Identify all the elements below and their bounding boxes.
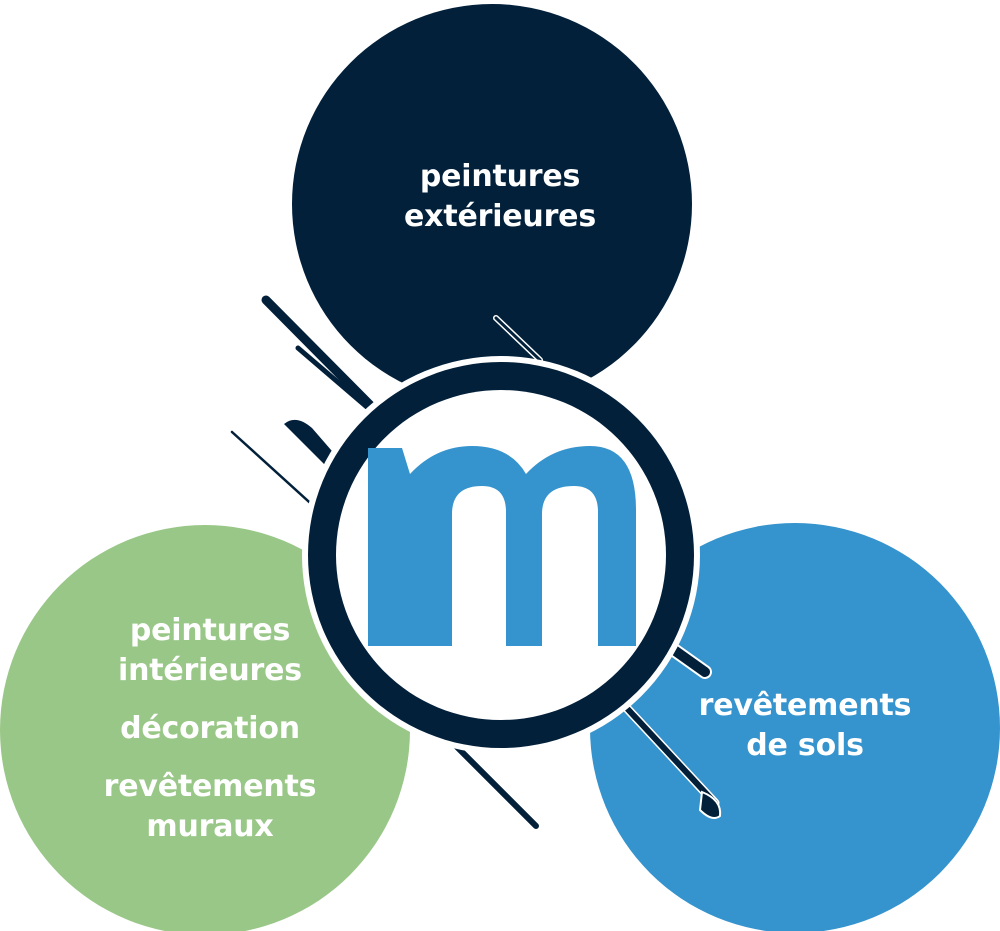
label-exterior-paints: peintures extérieures <box>360 157 640 237</box>
label-line: de sols <box>746 728 864 763</box>
label-floor-coverings: revêtements de sols <box>660 686 950 766</box>
circle-floor-coverings <box>590 523 1000 931</box>
label-line: décoration <box>120 711 300 746</box>
label-line: peintures <box>129 613 291 648</box>
circle-exterior-paints <box>292 4 692 404</box>
label-interior-services: peintures intérieures décoration revêtem… <box>70 611 350 847</box>
service-wall-coverings: revêtements muraux <box>70 767 350 847</box>
m-logo-icon <box>368 446 636 646</box>
service-interior-paints: peintures intérieures <box>70 611 350 691</box>
label-line: peintures <box>419 159 581 194</box>
label-line: revêtements <box>698 688 912 723</box>
circle-interior-paints <box>0 525 410 931</box>
service-decoration: décoration <box>70 709 350 749</box>
label-line: extérieures <box>404 199 596 234</box>
label-line: intérieures <box>118 653 302 688</box>
label-line: revêtements <box>103 769 317 804</box>
label-line: muraux <box>146 809 274 844</box>
center-logo <box>302 356 700 754</box>
